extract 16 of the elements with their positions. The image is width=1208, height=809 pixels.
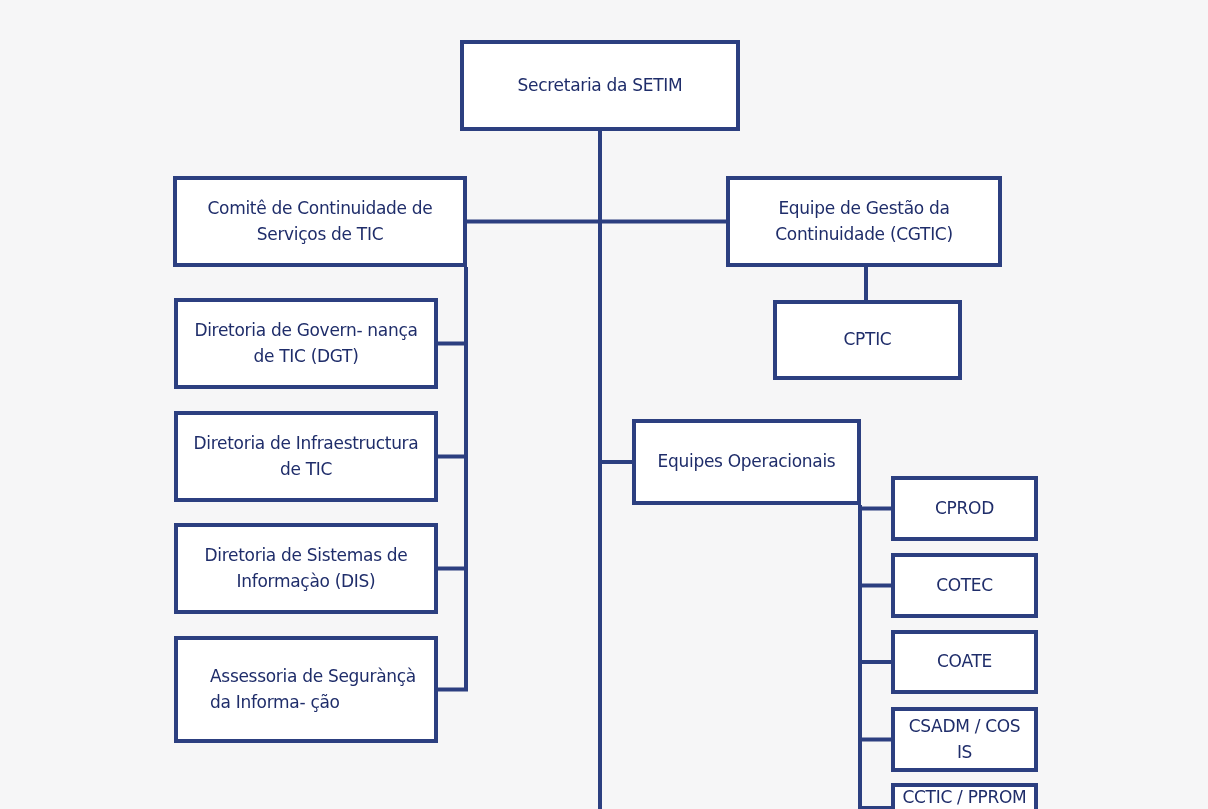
connector-line (864, 267, 868, 300)
org-unit-box: CPROD (891, 476, 1038, 541)
org-unit-box: Equipes Operacionais (632, 419, 861, 505)
org-unit-box: Diretoria de Sistemas de Informaçào (DIS) (174, 523, 438, 614)
org-unit-box: CPTIC (773, 300, 962, 380)
org-unit-box: CCTIC / PPROM (891, 783, 1038, 809)
org-unit-box: Secretaria da SETIM (460, 40, 740, 131)
connector-line (438, 267, 468, 692)
org-unit-box: Comitê de Continuidade de Serviços de TIC (173, 176, 467, 267)
org-unit-box: Equipe de Gestão da Continuidade (CGTIC) (726, 176, 1002, 267)
org-unit-box: Diretoria de Govern- nança de TIC (DGT) (174, 298, 438, 389)
org-unit-box: CSADM / COS IS (891, 707, 1038, 772)
org-unit-box: COATE (891, 630, 1038, 694)
org-unit-box: Diretoria de Infraestructura de TIC (174, 411, 438, 502)
org-unit-box: COTEC (891, 553, 1038, 618)
org-unit-box: Assessoria de Segurànçà da Informa- ção (174, 636, 438, 743)
